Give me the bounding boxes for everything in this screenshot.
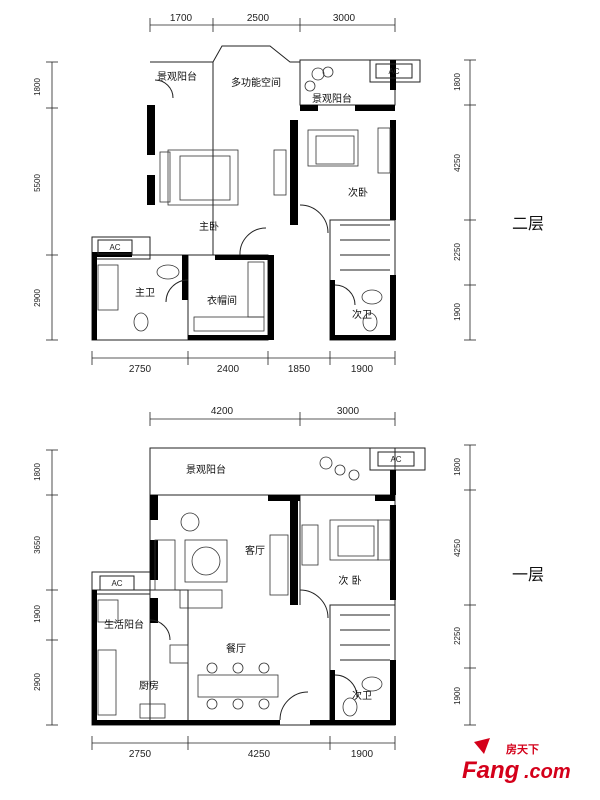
second-bedroom-label: 次卧	[348, 186, 368, 199]
lower-left-dim-3: 1900	[33, 605, 42, 623]
lower-left-dim-1: 1800	[33, 463, 42, 481]
upper-furniture	[97, 66, 391, 332]
logo-brand-en: Fang	[462, 757, 520, 784]
lower-doors	[149, 589, 358, 721]
upper-bottom-dim-1: 2750	[129, 364, 152, 375]
kitchen-label: 厨房	[139, 679, 159, 692]
lower-left-dimensions: 1800 3650 1900 2900	[33, 449, 58, 726]
second-bed-icon	[307, 129, 359, 167]
logo-brand-domain: .com	[524, 761, 571, 783]
lower-floor-title: 一层	[512, 565, 544, 584]
cloakroom-label: 衣帽间	[207, 294, 237, 307]
upper-bottom-dimensions: 2750 2400 1850 1900	[91, 351, 396, 375]
upper-bottom-dim-3: 1850	[288, 364, 311, 375]
dining-room-label: 餐厅	[226, 642, 246, 655]
upper-right-dim-1: 1800	[453, 73, 462, 91]
lower-ac-units: AC AC	[99, 451, 415, 591]
master-bath-label: 主卫	[135, 287, 155, 299]
logo-brand-cn: 房天下	[506, 742, 539, 756]
desk-icon-2	[377, 519, 391, 561]
living-room-label: 客厅	[245, 544, 265, 557]
lower-left-dim-2: 3650	[33, 536, 42, 554]
tv-cabinet-icon	[269, 534, 289, 596]
upper-left-dimensions: 1800 5500 2900	[33, 61, 58, 341]
lower-top-dim-1: 4200	[211, 406, 234, 417]
upper-doors	[154, 79, 356, 306]
coffee-table-icon	[184, 539, 228, 583]
lower-left-dim-4: 2900	[33, 673, 42, 691]
wardrobe-icon	[273, 149, 287, 196]
lower-room-labels: 景观阳台 客厅 次 卧 生活阳台 餐厅 厨房 次卫	[104, 463, 372, 702]
lower-balcony-label: 景观阳台	[186, 463, 226, 476]
upper-right-dim-3: 2250	[453, 243, 462, 261]
upper-floor-plan: 1700 2500 3000 1800 5500 2900 1800 4250 …	[33, 13, 544, 375]
lower-top-dim-2: 3000	[337, 406, 360, 417]
upper-left-dim-2: 5500	[33, 174, 42, 192]
lower-bottom-dim-1: 2750	[129, 749, 152, 760]
upper-balcony-left-label: 景观阳台	[157, 70, 197, 83]
upper-top-dimensions: 1700 2500 3000	[149, 13, 396, 32]
lower-bottom-dim-3: 1900	[351, 749, 374, 760]
upper-bottom-dim-4: 1900	[351, 364, 374, 375]
kitchen-counter-icon	[97, 649, 117, 716]
fridge-icon	[169, 644, 189, 664]
plant-icon	[311, 67, 325, 81]
upper-balcony-right-label: 景观阳台	[312, 92, 352, 105]
logo-mark-icon	[474, 738, 490, 754]
upper-left-dim-3: 2900	[33, 289, 42, 307]
lower-walls	[92, 470, 396, 725]
upper-right-dim-4: 1900	[453, 303, 462, 321]
upper-right-dimensions: 1800 4250 2250 1900	[453, 59, 476, 341]
utility-balcony-label: 生活阳台	[104, 618, 144, 631]
ac-label-lower-right: AC	[390, 455, 401, 464]
chair-icon	[180, 512, 200, 532]
upper-second-bath-label: 次卫	[352, 308, 372, 321]
ac-label-upper-left: AC	[109, 243, 120, 252]
upper-top-dim-3: 3000	[333, 13, 356, 24]
lower-right-dim-3: 2250	[453, 627, 462, 645]
master-bedroom-label: 主卧	[199, 220, 219, 233]
lower-right-dim-4: 1900	[453, 687, 462, 705]
lower-right-dimensions: 1800 4250 2250 1900	[453, 444, 476, 726]
desk-icon	[377, 127, 391, 174]
lower-right-dim-2: 4250	[453, 539, 462, 557]
ac-label-upper-right: AC	[388, 67, 399, 76]
lower-furniture	[97, 456, 391, 719]
toilet-icon-3	[342, 697, 358, 717]
bathtub-icon	[97, 264, 119, 311]
lower-top-dimensions: 4200 3000	[149, 406, 396, 426]
upper-left-dim-1: 1800	[33, 78, 42, 96]
upper-ac-units: AC AC	[97, 63, 413, 255]
toilet-icon	[133, 312, 149, 332]
sofa-icon-2	[179, 589, 223, 609]
dining-table-icon	[197, 674, 279, 698]
upper-right-dim-2: 4250	[453, 154, 462, 172]
lower-bedroom-label: 次 卧	[338, 574, 361, 587]
upper-bottom-dim-2: 2400	[217, 364, 240, 375]
master-bed-icon	[167, 149, 239, 206]
multi-space-label: 多功能空间	[231, 76, 281, 89]
lower-right-dim-1: 1800	[453, 458, 462, 476]
wardrobe-icon-2	[301, 524, 319, 566]
fang-logo: 房天下 Fang .com	[462, 738, 571, 784]
toilet-icon-2	[362, 312, 378, 332]
cloakroom-rack-icon	[193, 316, 265, 332]
lower-bath-label: 次卫	[352, 689, 372, 702]
upper-top-dim-1: 1700	[170, 13, 193, 24]
lower-floor-plan: 4200 3000 1800 3650 1900 2900 1800 4250	[33, 406, 544, 760]
upper-room-labels: 景观阳台 多功能空间 景观阳台 主卧 次卧 主卫 衣帽间 次卫	[135, 70, 372, 321]
upper-top-dim-2: 2500	[247, 13, 270, 24]
upper-floor-title: 二层	[512, 214, 544, 233]
ac-label-lower-left: AC	[111, 579, 122, 588]
washing-machine-icon	[97, 599, 119, 623]
sofa-icon	[154, 539, 176, 591]
lower-bottom-dim-2: 4250	[248, 749, 271, 760]
basin-icon	[156, 264, 180, 280]
stove-icon	[139, 703, 166, 719]
plant-icon-2	[319, 456, 333, 470]
lower-bottom-dimensions: 2750 4250 1900	[91, 736, 396, 760]
basin-icon-3	[361, 676, 383, 692]
basin-icon-2	[361, 289, 383, 305]
